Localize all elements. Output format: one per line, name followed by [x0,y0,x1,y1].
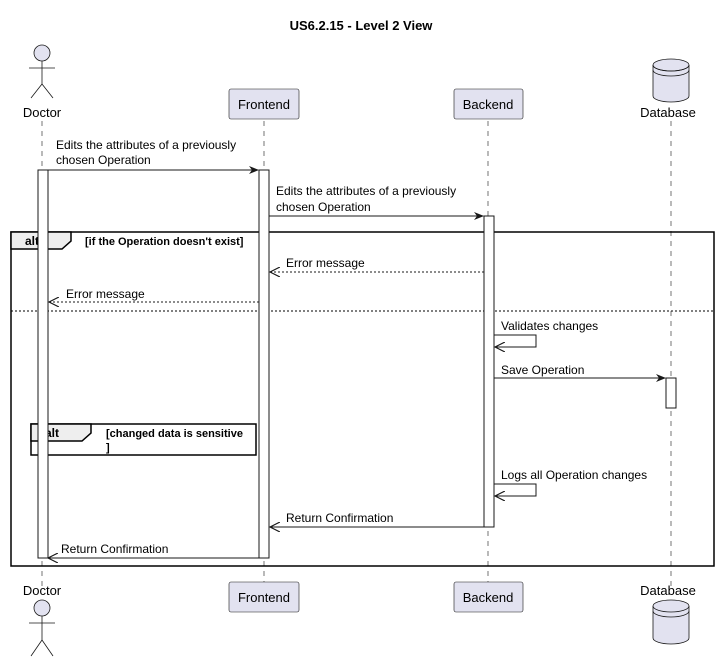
diagram-title: US6.2.15 - Level 2 View [290,18,434,33]
alt-inner-keyword: alt [45,426,59,440]
participant-doctor-top-label: Doctor [23,105,62,120]
activation-frontend [258,169,270,559]
activation-backend [483,215,495,528]
participant-frontend-top-label: Frontend [238,97,290,112]
activation-database [665,377,677,409]
database-icon-top [652,58,690,103]
message-9-label: Return Confirmation [61,542,168,556]
participant-database-bottom-label: Database [640,583,696,598]
message-2-label-line2: chosen Operation [276,200,371,214]
participant-database-top-label: Database [640,105,696,120]
message-4-label: Error message [66,287,145,301]
alt-inner-guard-line1: [changed data is sensitive [106,428,243,440]
doctor-actor-bottom [29,599,55,657]
participant-frontend-top [228,88,300,120]
alt-outer-keyword: alt [25,234,39,248]
message-2-label-line1: Edits the attributes of a previously [276,184,456,198]
participant-backend-bottom [453,581,524,613]
message-5-label: Validates changes [501,319,598,333]
alt-fragment-outer [10,231,715,567]
participant-backend-top-label: Backend [463,97,514,112]
message-7-label: Logs all Operation changes [501,468,647,482]
message-8-label: Return Confirmation [286,511,393,525]
message-5-arrow [494,334,537,347]
database-icon-bottom [652,599,690,645]
alt-outer-guard: [if the Operation doesn't exist] [85,236,244,248]
participant-doctor-bottom-label: Doctor [23,583,62,598]
doctor-actor-top [29,44,55,99]
participant-backend-bottom-label: Backend [463,590,514,605]
activation-doctor [37,169,49,559]
message-7-arrow [494,483,537,496]
message-6-label: Save Operation [501,363,584,377]
message-3-label: Error message [286,256,365,270]
message-1-label-line1: Edits the attributes of a previously [56,138,236,152]
participant-frontend-bottom-label: Frontend [238,590,290,605]
participant-frontend-bottom [228,581,300,613]
alt-inner-guard-line2: ] [106,442,110,454]
message-1-label-line2: chosen Operation [56,153,151,167]
participant-backend-top [453,88,524,120]
